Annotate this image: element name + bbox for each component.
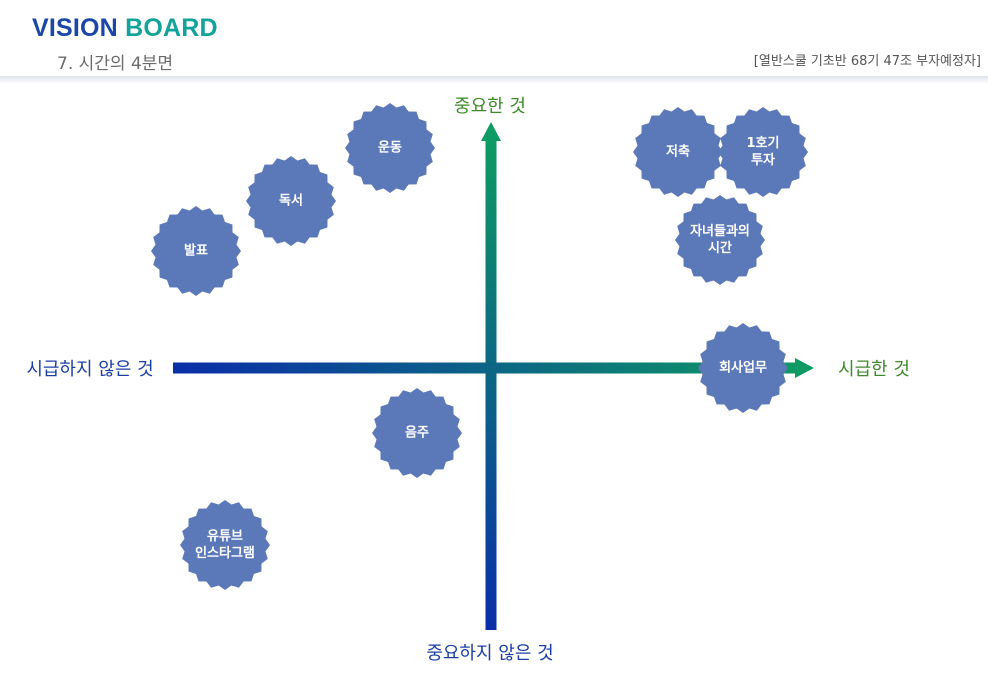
axis-label-urgent: 시급한 것 — [838, 359, 910, 380]
axis-label-not-important: 중요하지 않은 것 — [426, 643, 554, 664]
header: VISION BOARD 7. 시간의 4분면 [열반스쿨 기초반 68기 47… — [0, 0, 988, 78]
item-blob-invest — [718, 107, 808, 197]
item-blob-presentation — [151, 206, 241, 296]
item-blob-exercise — [345, 103, 435, 193]
item-blob-drinking — [372, 388, 462, 478]
item-blob-social — [180, 500, 270, 590]
item-blob-work — [698, 323, 788, 413]
brand-vision: VISION — [32, 14, 118, 42]
brand-board: BOARD — [125, 14, 218, 42]
horizontal-axis — [173, 358, 814, 378]
vertical-axis — [481, 122, 501, 630]
item-blob-savings — [633, 107, 723, 197]
horizontal-axis-line — [173, 362, 796, 374]
page-subtitle: 7. 시간의 4분면 — [57, 54, 174, 74]
vertical-axis-line — [485, 140, 497, 630]
group-tag: [열반스쿨 기초반 68기 47조 부자예정자] — [753, 54, 981, 69]
up-arrow-icon — [481, 122, 501, 141]
item-blob-kids-time — [675, 195, 765, 285]
axis-label-important: 중요한 것 — [454, 96, 526, 117]
item-blob-reading — [246, 156, 336, 246]
header-divider — [0, 76, 988, 84]
brand-title: VISION BOARD — [32, 14, 218, 43]
right-arrow-icon — [795, 358, 814, 378]
axis-label-not-urgent: 시급하지 않은 것 — [26, 359, 154, 380]
item-blobs — [151, 103, 808, 590]
